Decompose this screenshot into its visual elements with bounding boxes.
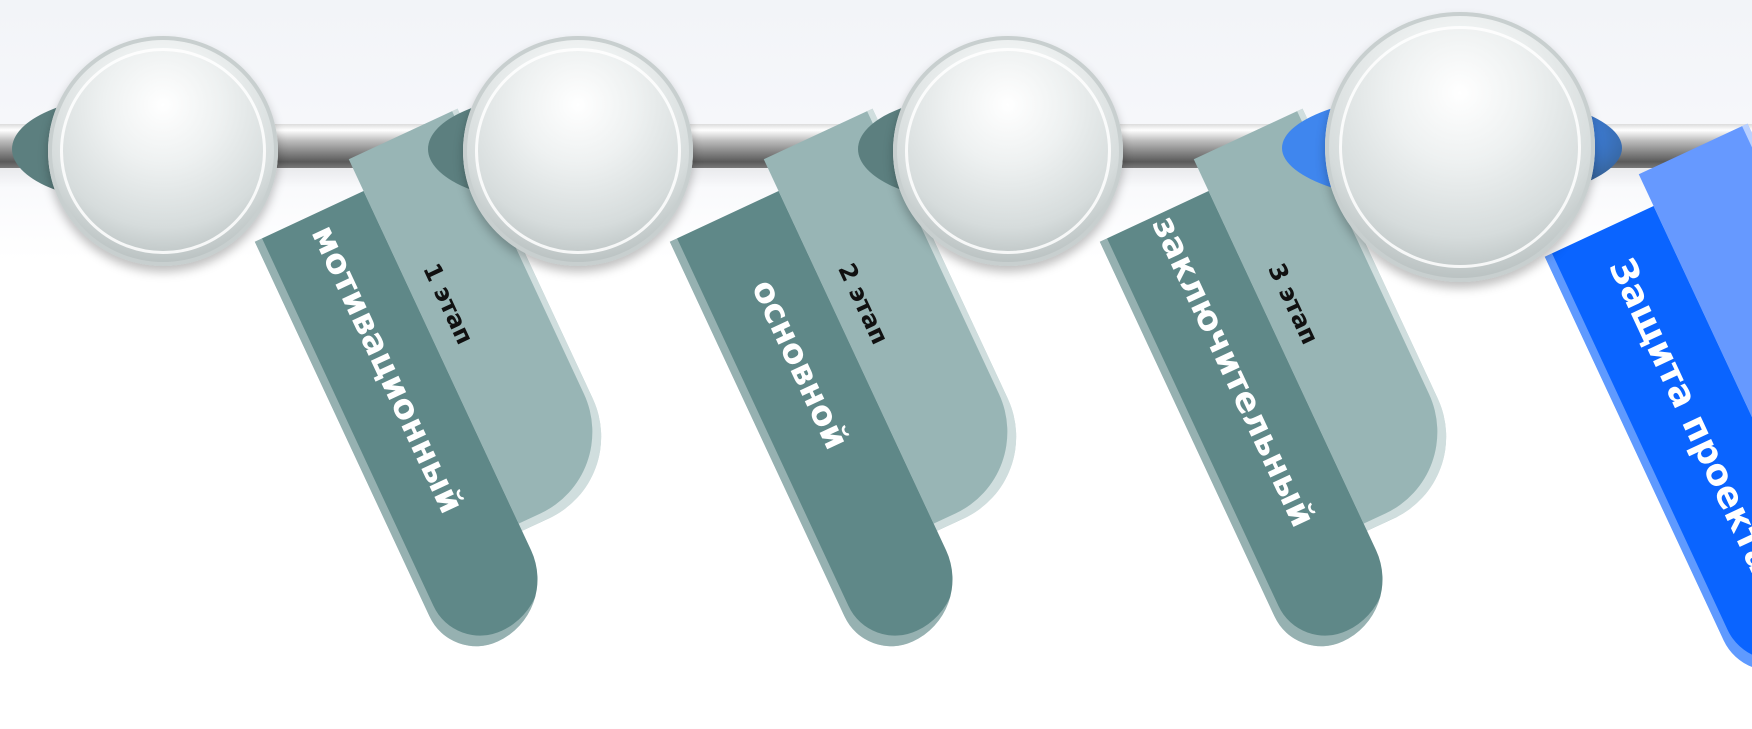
stage-4-ball-rim xyxy=(1339,26,1581,268)
stage-3-ball-rim xyxy=(905,48,1111,254)
stage-2-ball-rim xyxy=(475,48,681,254)
stage-1-ball-rim xyxy=(60,48,266,254)
